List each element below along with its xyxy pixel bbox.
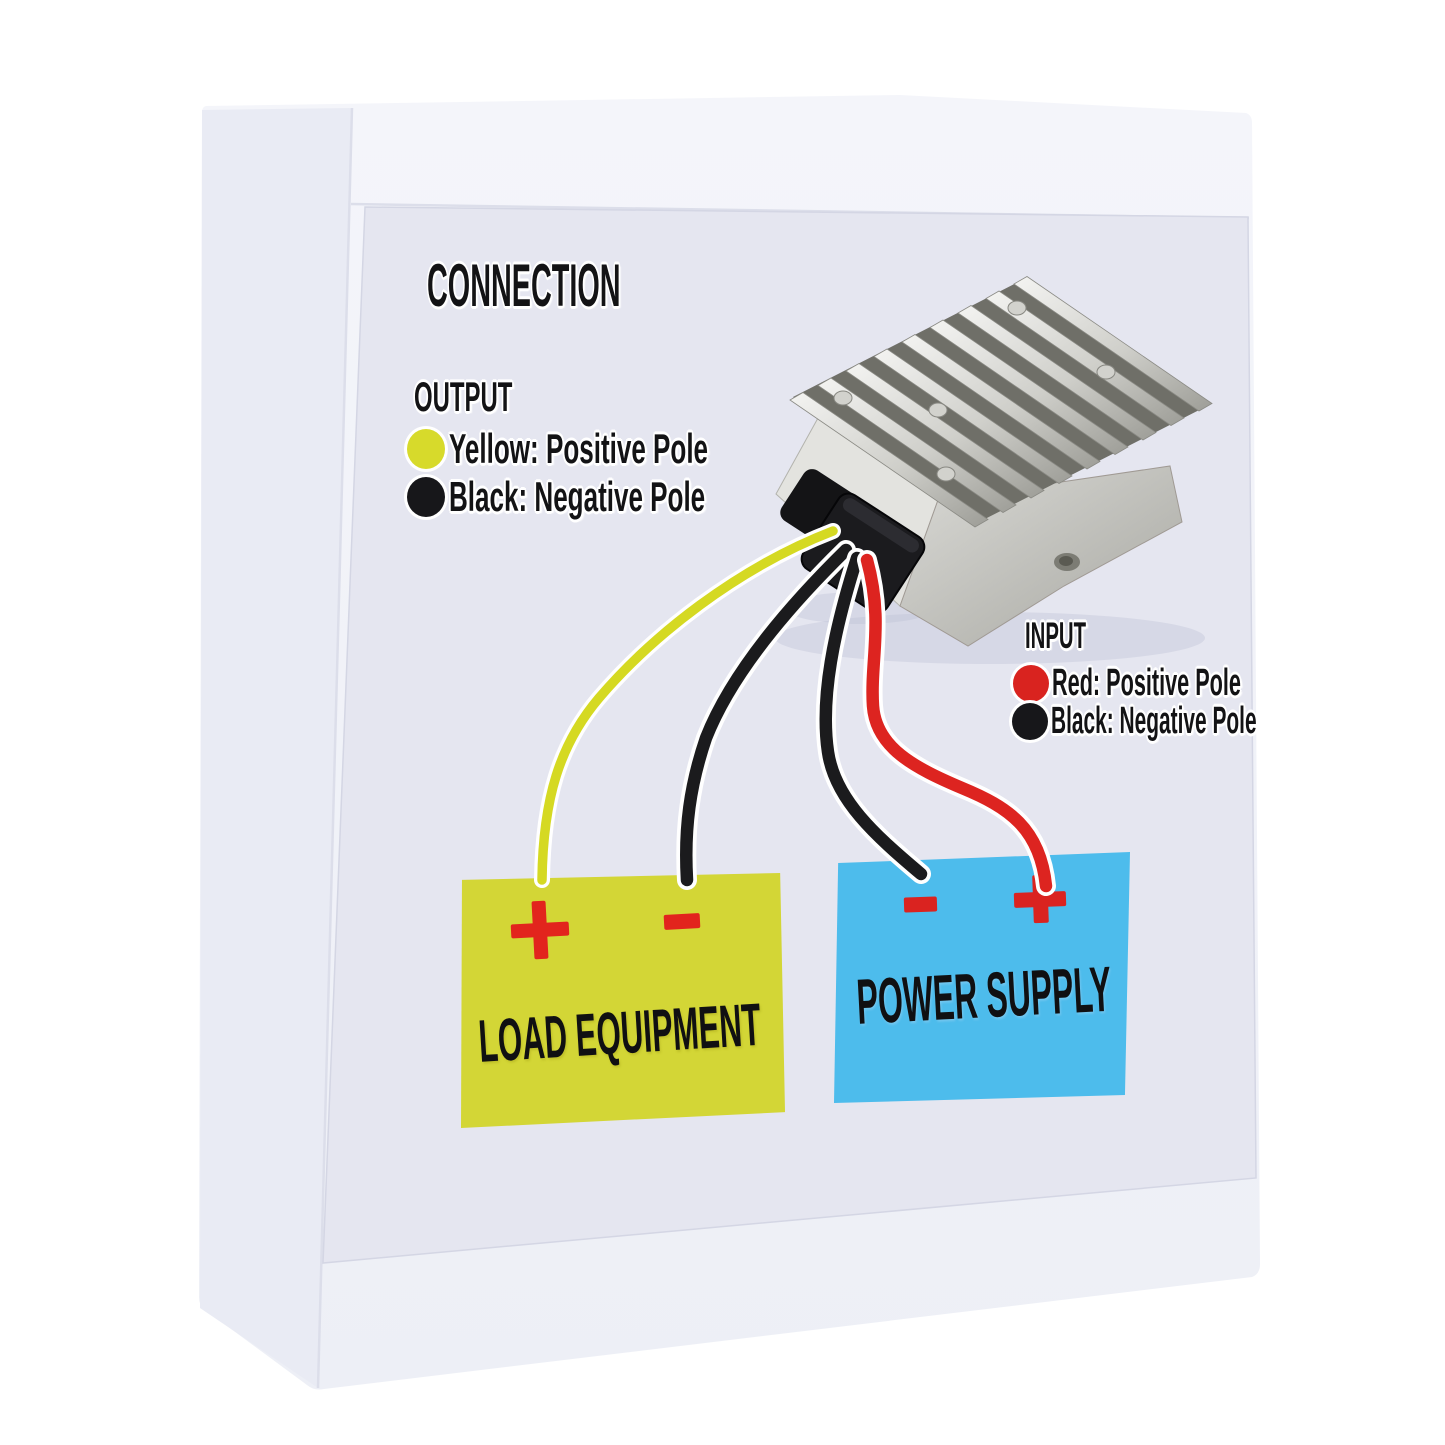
- input-legend-item-black: Black: Negative Pole: [1012, 702, 1425, 740]
- input-legend-item-label: Red: Positive Pole: [1052, 662, 1241, 704]
- diagram-title: CONNECTION: [427, 252, 621, 319]
- input-legend-item-label: Black: Negative Pole: [1051, 700, 1257, 742]
- output-legend-item-label: Yellow: Positive Pole: [449, 425, 709, 472]
- power-supply-block: POWER SUPPLY: [834, 852, 1130, 1103]
- screw-heads: [833, 300, 1116, 482]
- output-legend-item-label: Black: Negative Pole: [449, 473, 706, 520]
- input-negative-black-wire: [819, 551, 928, 881]
- black-wire-color-dot: [407, 477, 445, 517]
- black-wire-color-dot: [1012, 702, 1048, 740]
- output-negative-black-wire: [680, 543, 853, 887]
- output-legend-item-yellow: Yellow: Positive Pole: [407, 428, 867, 470]
- output-legend-item-black: Black: Negative Pole: [407, 476, 862, 518]
- heatsink-fins: [789, 276, 1213, 528]
- box-left-side: [200, 108, 352, 1388]
- input-legend-heading: INPUT: [1025, 615, 1087, 656]
- output-positive-yellow-wire: [537, 526, 838, 885]
- yellow-wire-color-dot: [407, 429, 445, 469]
- output-legend-heading: OUTPUT: [414, 373, 513, 420]
- voltage-converter-device: [775, 276, 1213, 664]
- load-equipment-block: LOAD EQUIPMENT: [461, 873, 786, 1128]
- input-positive-red-wire: [860, 553, 1053, 893]
- box-fold-line: [316, 107, 354, 1389]
- mounting-hole-inner: [1059, 556, 1073, 566]
- red-wire-color-dot: [1013, 664, 1049, 702]
- input-legend-item-red: Red: Positive Pole: [1013, 664, 1384, 702]
